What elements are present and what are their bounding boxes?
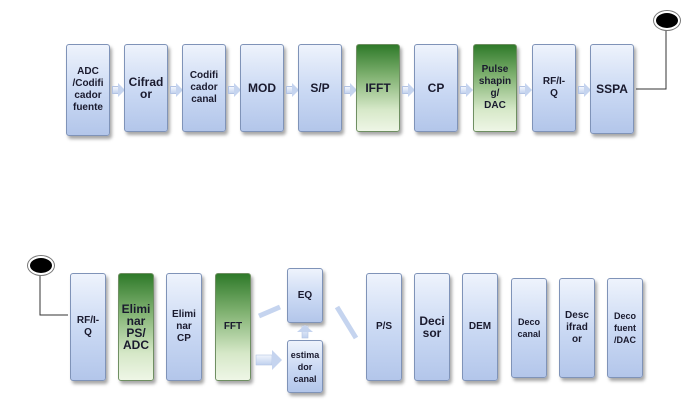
block-label: RF/I- Q	[76, 315, 100, 338]
arrow	[228, 83, 241, 97]
block-label: Pulse shapin g/ DAC	[478, 64, 512, 111]
block-label: DEM	[468, 321, 492, 332]
descifrador-block: Desc ifrad or	[559, 278, 595, 378]
tx-antenna-node	[654, 11, 680, 30]
arrow	[344, 83, 357, 97]
block-label: P/S	[375, 321, 393, 332]
arrow	[578, 83, 591, 97]
deco-fuente-dac-block: Deco fuent /DAC	[607, 278, 643, 378]
pulse-shaping-dac-block: Pulse shapin g/ DAC	[473, 44, 517, 132]
block-label: Elimi nar PS/ ADC	[121, 302, 151, 352]
adc-codificador-fuente-block: ADC /Codifi cador fuente	[66, 44, 110, 136]
eq-block: EQ	[287, 268, 323, 323]
cp-block: CP	[414, 44, 458, 132]
arrow	[170, 83, 183, 97]
decisor-block: Deci sor	[414, 273, 450, 381]
block-label: SSPA	[596, 82, 628, 96]
block-label: CP	[427, 81, 445, 95]
block-label: ADC /Codifi cador fuente	[72, 66, 104, 113]
fft-to-estimator-arrow	[255, 354, 273, 366]
ps-block: P/S	[366, 273, 402, 381]
fft-to-eq-arrow	[258, 304, 281, 319]
block-label: IFFT	[365, 81, 391, 95]
estimador-canal-block: estima dor canal	[287, 340, 323, 393]
arrow	[402, 83, 415, 97]
fft-to-estimator-arrowhead	[272, 350, 282, 370]
codificador-canal-block: Codifi cador canal	[182, 44, 226, 132]
block-label: S/P	[310, 81, 330, 95]
estimator-to-eq-arrowhead	[297, 325, 313, 332]
block-label: FFT	[223, 321, 243, 332]
arrow	[112, 83, 125, 97]
eq-to-ps-arrow	[334, 305, 359, 340]
block-label: Cifrad or	[128, 75, 164, 101]
rf-iq-block: RF/I- Q	[532, 44, 576, 132]
rf-iq-rx-block: RF/I- Q	[70, 273, 106, 381]
block-label: Desc ifrad or	[565, 310, 589, 345]
fft-block: FFT	[215, 273, 251, 381]
block-label: Deco canal	[517, 317, 541, 339]
sp-block: S/P	[298, 44, 342, 132]
block-label: estima dor canal	[290, 349, 320, 384]
deco-canal-block: Deco canal	[511, 278, 547, 378]
block-label: Deci sor	[419, 314, 445, 340]
tx-output-line	[636, 25, 667, 90]
block-label: Codifi cador canal	[189, 70, 219, 105]
arrow	[286, 83, 299, 97]
arrow	[460, 83, 473, 97]
block-label: EQ	[297, 289, 313, 301]
block-label: RF/I- Q	[542, 76, 566, 99]
rx-antenna-node	[28, 256, 54, 275]
ifft-block: IFFT	[356, 44, 400, 132]
block-label: MOD	[248, 81, 276, 95]
dem-block: DEM	[462, 273, 498, 381]
eliminar-ps-adc-block: Elimi nar PS/ ADC	[118, 273, 154, 381]
arrow	[519, 83, 532, 97]
eliminar-cp-block: Elimi nar CP	[166, 273, 202, 381]
cifrador-block: Cifrad or	[124, 44, 168, 132]
block-label: Deco fuent /DAC	[613, 311, 636, 345]
mod-block: MOD	[240, 44, 284, 132]
block-label: Elimi nar CP	[172, 309, 196, 344]
sspa-block: SSPA	[590, 44, 634, 134]
rx-input-line	[39, 270, 68, 316]
